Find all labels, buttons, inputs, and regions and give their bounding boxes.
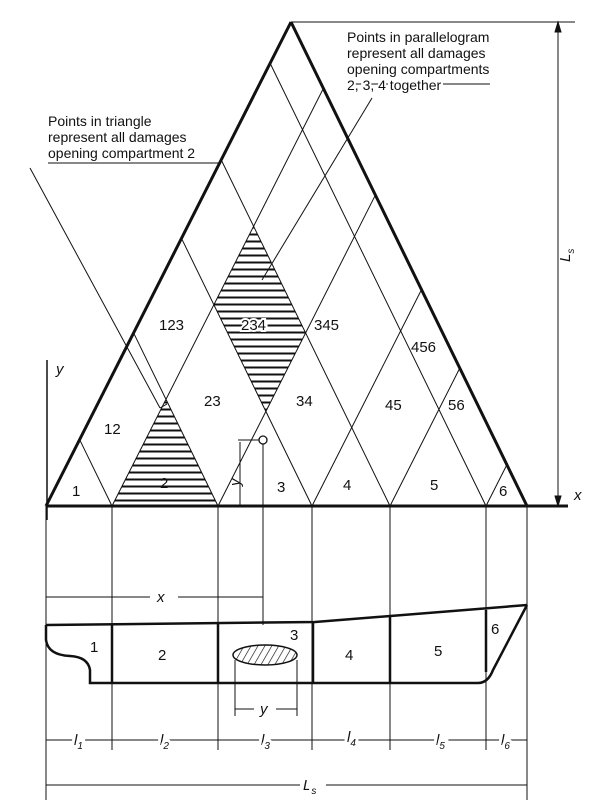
region-label: 45 [385, 397, 402, 414]
y-dimension-label: y [259, 701, 269, 718]
svg-text:Points in parallelogram: Points in parallelogram [347, 29, 489, 45]
parallelogram-callout-line [261, 97, 373, 281]
region-label: 6 [499, 483, 507, 500]
region-label: 234 [241, 317, 266, 334]
compartment-label: 2 [158, 647, 166, 664]
hatched-regions [112, 226, 306, 506]
grid-line [485, 464, 508, 507]
dimension-labels: x y Ls l1 l2 l3 l4 l5 l6 [71, 586, 513, 800]
grid-line [269, 63, 487, 507]
region-label: 456 [411, 339, 436, 356]
grid-line [311, 289, 422, 507]
grid-line [79, 439, 113, 507]
damage-opening [232, 644, 298, 666]
region-label: 23 [204, 393, 221, 410]
ship-profile [44, 603, 529, 685]
grid-line [217, 194, 376, 507]
compartment-label: 6 [491, 621, 499, 638]
length-label-5: l5 [436, 732, 445, 752]
compartment-label: 5 [434, 643, 442, 660]
region-label: 56 [448, 397, 465, 414]
region-label: 4 [343, 477, 351, 494]
region-label: 345 [314, 317, 339, 334]
ls-label: Ls [557, 249, 577, 262]
compartment-label: 3 [290, 627, 298, 644]
point-y-label: y [227, 477, 244, 487]
svg-text:2, 3, 4 together: 2, 3, 4 together [347, 77, 442, 93]
region-labels: 1 2 3 4 5 6 12 23 34 45 56 123 234 345 4… [72, 315, 507, 500]
x-dimension-label: x [156, 589, 165, 606]
region-label: 123 [159, 317, 184, 334]
sample-damage-point [258, 435, 268, 445]
triangle-2-hatch [112, 399, 218, 506]
triangle-callout-line [29, 167, 161, 409]
svg-text:opening compartments: opening compartments [347, 61, 489, 77]
triangle-outline [29, 20, 575, 625]
region-label: 1 [72, 483, 80, 500]
svg-text:Points in triangle: Points in triangle [48, 113, 152, 129]
grid-line [111, 88, 324, 507]
compartment-label: 4 [345, 647, 353, 664]
svg-text:represent all damages: represent all damages [347, 45, 486, 61]
length-label-3: l3 [261, 732, 270, 752]
region-label: 5 [430, 477, 438, 494]
svg-text:represent all damages: represent all damages [48, 129, 187, 145]
region-label: 34 [296, 393, 313, 410]
length-label-6: l6 [501, 732, 510, 752]
grid-line [389, 367, 461, 507]
x-axis-label: x [573, 487, 582, 504]
grid-line [181, 238, 313, 507]
svg-text:opening compartment 2: opening compartment 2 [48, 145, 195, 161]
region-label: 2 [160, 475, 168, 492]
length-label-4: l4 [347, 729, 356, 749]
length-label-2: l2 [160, 732, 169, 752]
ship-compartment-labels: 1 2 3 4 5 6 [90, 621, 499, 664]
region-label: 12 [104, 421, 121, 438]
grid-line [133, 332, 219, 507]
region-label: 3 [277, 479, 285, 496]
triangle-grid-lines [79, 63, 508, 507]
triangle-note: Points in triangle represent all damages… [48, 113, 195, 161]
parallelogram-234-hatch [213, 226, 306, 412]
y-axis-label: y [55, 361, 65, 378]
ls-dimension-label: Ls [303, 777, 316, 797]
length-label-1: l1 [74, 732, 83, 752]
dimension-lines [45, 506, 528, 800]
compartment-label: 1 [90, 639, 98, 656]
grid-line [220, 159, 391, 507]
parallelogram-note: Points in parallelogram represent all da… [345, 29, 489, 95]
